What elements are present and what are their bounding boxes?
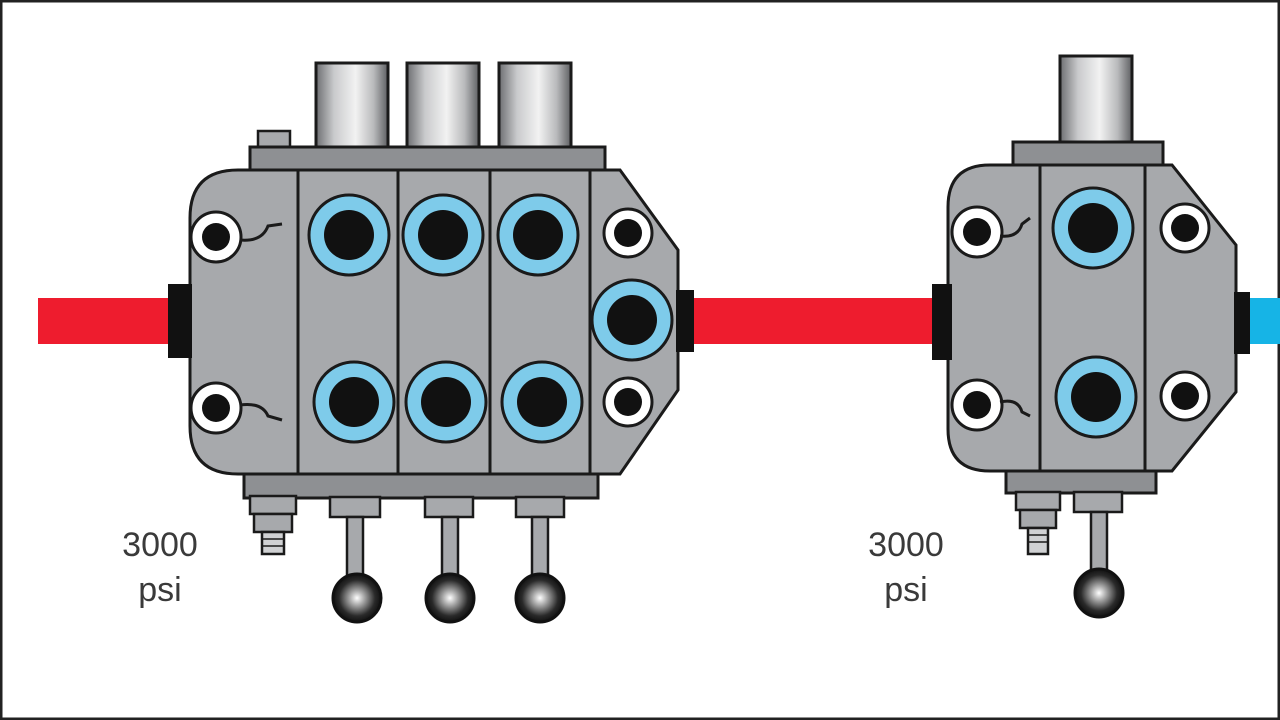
control-lever-right[interactable] <box>1072 490 1125 619</box>
bottom-plate-right <box>1004 467 1158 495</box>
relief-adjust-screw <box>248 494 298 556</box>
relief-adjust-screw-right <box>1014 490 1062 556</box>
work-port-a-3 <box>496 193 580 277</box>
spool-cap-2 <box>405 61 481 152</box>
outlet-fitting-right <box>1234 292 1250 354</box>
right-pressure-value: 3000 <box>868 526 944 564</box>
work-port-b-1 <box>312 360 396 444</box>
work-port-a-1 <box>307 193 391 277</box>
valve-bank-right <box>932 54 1250 619</box>
pressure-line-middle <box>690 298 935 344</box>
gauge-port-lower-hole <box>202 394 230 422</box>
control-lever-2[interactable] <box>423 495 476 624</box>
outlet-aux-port-lower-right-hole <box>1171 382 1199 410</box>
work-port-a-right <box>1051 186 1135 270</box>
gauge-port-lower-right-hole <box>963 391 991 419</box>
left-pressure-unit: psi <box>138 571 181 609</box>
left-pressure-value: 3000 <box>122 526 198 564</box>
inlet-fitting <box>168 284 192 358</box>
right-pressure-unit: psi <box>884 571 927 609</box>
pressure-line-inlet <box>38 298 173 344</box>
outlet-main-port <box>590 278 674 362</box>
relief-symbol-lower <box>239 403 283 422</box>
outlet-aux-port-upper-hole <box>614 219 642 247</box>
gauge-port-upper-hole <box>202 223 230 251</box>
spool-cap-right <box>1058 54 1134 146</box>
relief-symbol-upper-right <box>999 216 1031 238</box>
bottom-plate <box>242 470 600 500</box>
outlet-aux-port-upper-right-hole <box>1171 214 1199 242</box>
return-line-outlet <box>1248 298 1280 344</box>
gauge-port-upper-right-hole <box>963 218 991 246</box>
relief-symbol-lower-right <box>999 399 1031 418</box>
relief-symbol-upper <box>239 222 283 242</box>
outlet-aux-port-lower-hole <box>614 388 642 416</box>
spool-cap-1 <box>314 61 390 152</box>
work-port-b-2 <box>404 360 488 444</box>
inlet-fitting-right <box>932 284 952 360</box>
top-plate-right <box>1011 140 1165 169</box>
valve-bank-left <box>168 61 694 624</box>
control-lever-3[interactable] <box>514 495 566 624</box>
outlet-fitting <box>676 290 694 352</box>
spool-cap-3 <box>497 61 573 152</box>
top-plate <box>248 145 607 174</box>
control-lever-1[interactable] <box>328 495 383 624</box>
work-port-a-2 <box>401 193 485 277</box>
work-port-b-3 <box>500 360 584 444</box>
work-port-b-right <box>1054 355 1138 439</box>
